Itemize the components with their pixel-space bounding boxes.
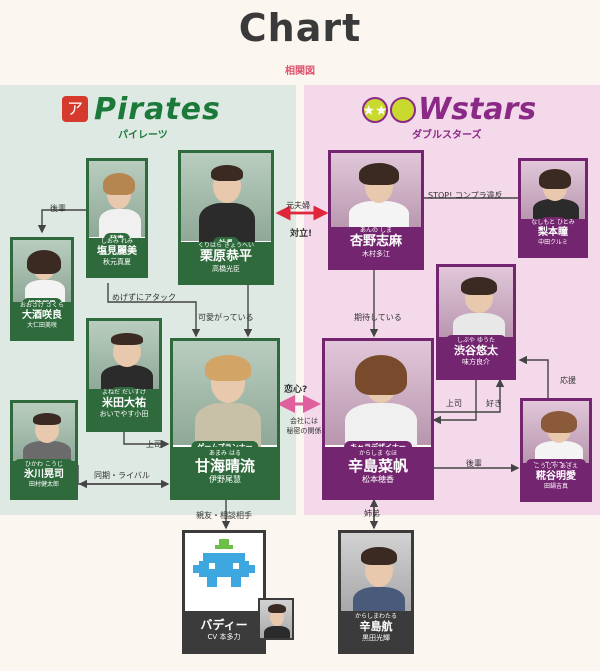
name-anno: 杏野志麻 — [349, 234, 402, 249]
card-amami[interactable]: ゲームプランナー あまみ はる 甘海晴流 伊野尾慧 — [170, 338, 280, 500]
label-exhusband: 元夫婦 — [286, 201, 310, 210]
actor-buddy: CV 本多力 — [207, 633, 241, 642]
name-hikawa: 氷川晃司 — [24, 469, 64, 480]
card-kajimoto[interactable]: 秘書 なしもと ひとみ 梨本瞳 中田クルミ — [518, 158, 588, 258]
photo-yoneda — [89, 321, 159, 393]
photo-kouya — [523, 401, 589, 465]
card-hikawa[interactable]: ゲームプランナー ひかわ こうじ 氷川晃司 田村健太郎 — [10, 400, 78, 500]
label-sibling: 姉弟 — [364, 509, 380, 518]
card-osake[interactable]: 総務部員 おおさけ さくら 大酒咲良 大仁田美咲 — [10, 237, 74, 341]
name-kurihara: 栗原恭平 — [199, 249, 252, 264]
actor-kurihara: 高橋光臣 — [212, 265, 240, 274]
photo-buddy — [185, 533, 263, 617]
name-yoneda: 米田大祐 — [102, 396, 146, 409]
actor-amami: 伊野尾慧 — [209, 474, 241, 484]
label-cherish: 可愛がっている — [198, 313, 254, 322]
actor-karashima: 松本穂香 — [362, 474, 394, 484]
label-consult: 親友・相談相手 — [196, 511, 252, 520]
furigana-osake: おおさけ さくら — [20, 302, 64, 309]
photo-shiomi — [89, 161, 145, 239]
label-boss-yoneda: 上司 — [146, 440, 162, 449]
label-support: 応援 — [560, 376, 576, 385]
wstars-stars-text: ★★ — [362, 103, 387, 119]
photo-wataru — [341, 533, 411, 619]
name-karashima: 辛島菜帆 — [347, 457, 408, 475]
name-osake: 大酒咲良 — [22, 310, 62, 321]
label-like: 好き — [486, 399, 502, 408]
label-stop: STOP! コンプラ違反 — [428, 191, 503, 200]
wstars-kana: ダブルスターズ — [412, 130, 482, 141]
furigana-hikawa: ひかわ こうじ — [25, 461, 63, 468]
photo-osake — [13, 240, 71, 304]
furigana-shibuya: しぶや ゆうた — [457, 337, 495, 344]
page-title: Chart — [238, 6, 362, 50]
card-yoneda[interactable]: 専務 よねだ だいすけ 米田大祐 おいでやす小田 — [86, 318, 162, 432]
name-buddy: バディー — [200, 618, 248, 632]
label-expect: 期待している — [354, 313, 402, 322]
actor-shiomi: 秋元真夏 — [103, 258, 131, 266]
pirates-kana: パイレーツ — [118, 130, 168, 141]
actor-shibuya: 味方良介 — [462, 358, 490, 367]
name-amami: 甘海晴流 — [194, 457, 255, 475]
photo-amami — [173, 341, 277, 447]
label-peer-rival: 同期・ライバル — [94, 471, 150, 480]
card-anno[interactable]: 社長 あんの しま 杏野志麻 木村多江 — [328, 150, 424, 270]
actor-anno: 木村多江 — [362, 250, 390, 259]
furigana-yoneda: よねだ だいすけ — [102, 389, 146, 396]
voice-actor-thumb — [258, 598, 294, 640]
card-karashima[interactable]: キャラデザイナー からしま なほ 辛島菜帆 松本穂香 — [322, 338, 434, 500]
page-subtitle: 相関図 — [285, 66, 315, 77]
photo-kurihara — [181, 153, 271, 243]
name-kouya: 糀谷明愛 — [536, 471, 576, 482]
label-attack: めげずにアタック — [112, 293, 176, 302]
wstars-logo: Wstars — [418, 92, 537, 127]
pirates-logo: Pirates — [94, 92, 221, 127]
label-junior: 後輩 — [50, 204, 66, 213]
wstars-stars-icon: ★★ — [362, 96, 418, 128]
name-wataru: 辛島航 — [359, 620, 393, 633]
furigana-kajimoto: なしもと ひとみ — [531, 219, 575, 226]
furigana-anno: あんの しま — [360, 227, 392, 234]
actor-hikawa: 田村健太郎 — [28, 481, 59, 488]
photo-anno — [331, 153, 421, 233]
name-shibuya: 渋谷悠太 — [454, 344, 498, 357]
photo-hikawa — [13, 403, 75, 465]
actor-kouya: 田鍋吉真 — [543, 483, 568, 490]
label-junior2: 後輩 — [466, 459, 482, 468]
actor-yoneda: おいでやす小田 — [99, 410, 149, 419]
card-kouya[interactable]: キャラデザイナー こうじや あきえ 糀谷明愛 田鍋吉真 — [520, 398, 592, 502]
photo-shibuya — [439, 267, 513, 341]
photo-karashima — [325, 341, 431, 447]
furigana-kouya: こうじや あきえ — [534, 463, 578, 470]
card-kurihara[interactable]: 社長 くりはら きょうへい 栗原恭平 高橋光臣 — [178, 150, 274, 285]
label-love: 恋心? — [284, 385, 308, 395]
furigana-shiomi: しおみ れみ — [101, 238, 133, 245]
furigana-kurihara: くりはら きょうへい — [198, 242, 254, 249]
card-shibuya[interactable]: キャラデザイナー しぶや ゆうた 渋谷悠太 味方良介 — [436, 264, 516, 380]
actor-kajimoto: 中田クルミ — [538, 239, 568, 246]
name-kajimoto: 梨本瞳 — [538, 227, 568, 238]
name-shiomi: 塩見麗美 — [97, 246, 137, 257]
pirates-ship-icon: ア — [62, 96, 88, 122]
card-shiomi[interactable]: 秘書 しおみ れみ 塩見麗美 秋元真夏 — [86, 158, 148, 278]
actor-osake: 大仁田美咲 — [26, 322, 57, 329]
label-boss-shibuya: 上司 — [446, 399, 462, 408]
actor-wataru: 黒田光輝 — [362, 634, 390, 643]
furigana-amami: あまみ はる — [209, 450, 241, 457]
card-buddy[interactable]: AIアシスタント バディー CV 本多力 — [182, 530, 266, 654]
furigana-karashima: からしま なほ — [359, 450, 397, 457]
card-wataru[interactable]: からしまわたる 辛島航 黒田光輝 — [338, 530, 414, 654]
label-secret: 会社には 秘密の関係 — [286, 417, 322, 435]
furigana-wataru: からしまわたる — [354, 613, 397, 620]
robot-icon — [193, 539, 255, 587]
photo-kajimoto — [521, 161, 585, 223]
label-rivalry: 対立! — [290, 229, 313, 239]
